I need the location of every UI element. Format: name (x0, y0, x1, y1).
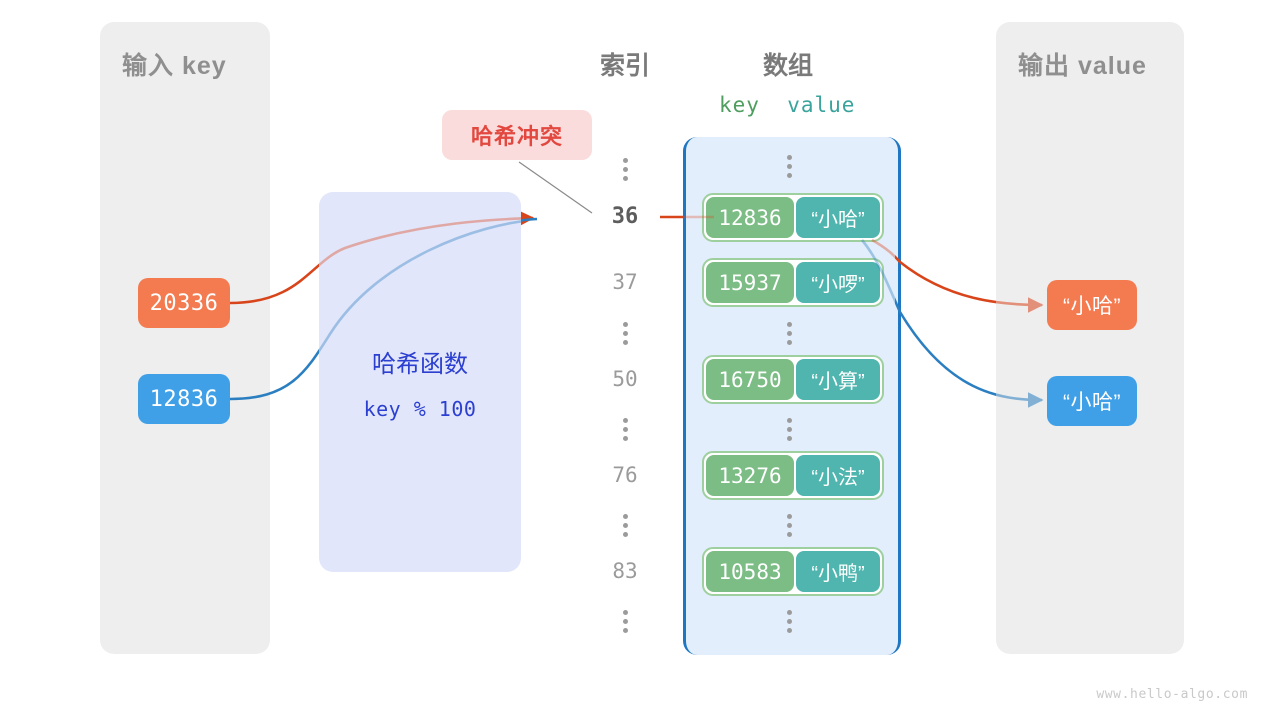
input-key-20336: 20336 (138, 278, 230, 328)
output-value-orange: “小哈” (1047, 280, 1137, 330)
index-ellipsis-4 (590, 610, 660, 633)
array-row-36-key: 12836 (706, 197, 794, 238)
index-83: 83 (612, 559, 638, 583)
hash-collision-badge: 哈希冲突 (442, 110, 592, 160)
array-row-36-value: “小哈” (796, 197, 880, 238)
output-panel (996, 22, 1184, 654)
output-value-orange-label: “小哈” (1063, 295, 1121, 318)
index-ellipsis-0 (590, 158, 660, 181)
array-row-83: 10583 “小鸭” (702, 547, 884, 596)
array-row-76-key: 13276 (706, 455, 794, 496)
index-36: 36 (611, 204, 639, 229)
array-row-76-value: “小法” (796, 455, 880, 496)
array-row-37-value: “小啰” (796, 262, 880, 303)
array-ellipsis-1 (754, 322, 824, 345)
array-row-36: 12836 “小哈” (702, 193, 884, 242)
array-row-50-key: 16750 (706, 359, 794, 400)
array-row-83-key: 10583 (706, 551, 794, 592)
array-ellipsis-2 (754, 418, 824, 441)
array-row-83-value: “小鸭” (796, 551, 880, 592)
index-ellipsis-1 (590, 322, 660, 345)
array-key-header: key (719, 93, 760, 117)
array-ellipsis-0 (754, 155, 824, 178)
input-panel-title: 输入 key (122, 52, 227, 80)
index-76: 76 (612, 463, 638, 487)
array-heading: 数组 (762, 52, 813, 80)
hash-collision-badge-label: 哈希冲突 (470, 124, 563, 149)
array-ellipsis-4 (754, 610, 824, 633)
collision-badge-leader-line (518, 161, 593, 214)
array-row-76: 13276 “小法” (702, 451, 884, 500)
input-panel (100, 22, 270, 654)
array-row-50: 16750 “小算” (702, 355, 884, 404)
array-row-37-key: 15937 (706, 262, 794, 303)
input-key-12836-label: 12836 (149, 386, 219, 412)
array-column-headers: key value (719, 93, 855, 117)
array-ellipsis-3 (754, 514, 824, 537)
index-50: 50 (612, 367, 638, 391)
hash-function-box: 哈希函数 key % 100 (319, 192, 521, 572)
array-row-37: 15937 “小啰” (702, 258, 884, 307)
watermark: www.hello-algo.com (1096, 687, 1248, 702)
array-row-50-value: “小算” (796, 359, 880, 400)
hash-function-expression: key % 100 (363, 396, 477, 421)
hash-function-title: 哈希函数 (372, 350, 468, 378)
index-ellipsis-3 (590, 514, 660, 537)
input-key-20336-label: 20336 (149, 290, 219, 316)
array-value-header: value (787, 93, 856, 117)
output-value-blue-label: “小哈” (1063, 391, 1121, 414)
index-37: 37 (612, 270, 638, 294)
index-ellipsis-2 (590, 418, 660, 441)
input-key-12836: 12836 (138, 374, 230, 424)
index-column-heading: 索引 (599, 52, 650, 80)
output-panel-title: 输出 value (1018, 52, 1147, 80)
output-value-blue: “小哈” (1047, 376, 1137, 426)
